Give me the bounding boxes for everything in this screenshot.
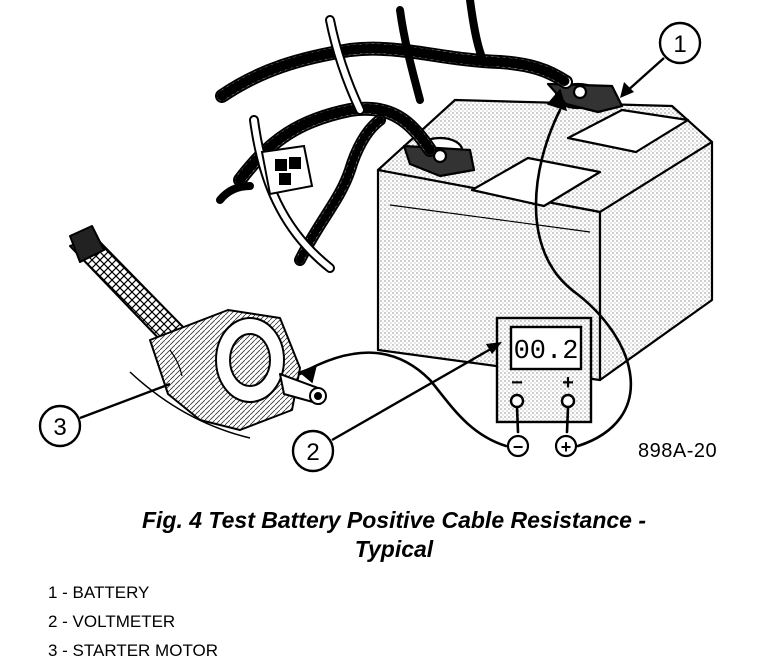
callout-2-label: 2 <box>306 439 319 466</box>
pos-probe <box>554 434 578 458</box>
callout-3: 3 <box>38 382 171 448</box>
voltmeter-display <box>509 325 583 371</box>
figure-id: 898A-20 <box>638 440 718 462</box>
test-leads <box>298 108 633 448</box>
voltmeter: 00.2 − + <box>495 316 593 424</box>
caption-line-1: Fig. 4 Test Battery Positive Cable Resis… <box>141 507 647 533</box>
diagram-illustration: 00.2 − + − + 1 2 3 <box>38 0 714 473</box>
neg-probe-label: − <box>513 437 524 457</box>
legend-item: 3 - STARTER MOTOR <box>48 641 219 660</box>
legend-item: 1 - BATTERY <box>48 583 150 602</box>
callout-1: 1 <box>620 21 702 98</box>
voltmeter-reading: 00.2 <box>514 337 579 367</box>
callout-1-label: 1 <box>673 31 686 58</box>
meter-neg-jack <box>509 393 525 409</box>
legend-list: 1 - BATTERY 2 - VOLTMETER 3 - STARTER MO… <box>48 578 218 665</box>
harness-connector <box>260 144 314 196</box>
legend-item: 2 - VOLTMETER <box>48 612 176 631</box>
caption-line-2: Typical <box>354 536 434 562</box>
test-probes: − + <box>506 434 578 458</box>
neg-probe <box>506 434 530 458</box>
pos-probe-label: + <box>561 437 572 457</box>
starter-motor <box>69 225 327 439</box>
figure-caption: Fig. 4 Test Battery Positive Cable Resis… <box>40 506 748 564</box>
lead-arrows <box>298 88 568 384</box>
meter-pos-jack <box>560 393 576 409</box>
callout-3-label: 3 <box>53 414 66 441</box>
wire-harness <box>215 0 573 273</box>
callout-2: 2 <box>291 342 502 473</box>
meter-pos-label: + <box>562 372 574 394</box>
meter-neg-label: − <box>511 372 523 394</box>
